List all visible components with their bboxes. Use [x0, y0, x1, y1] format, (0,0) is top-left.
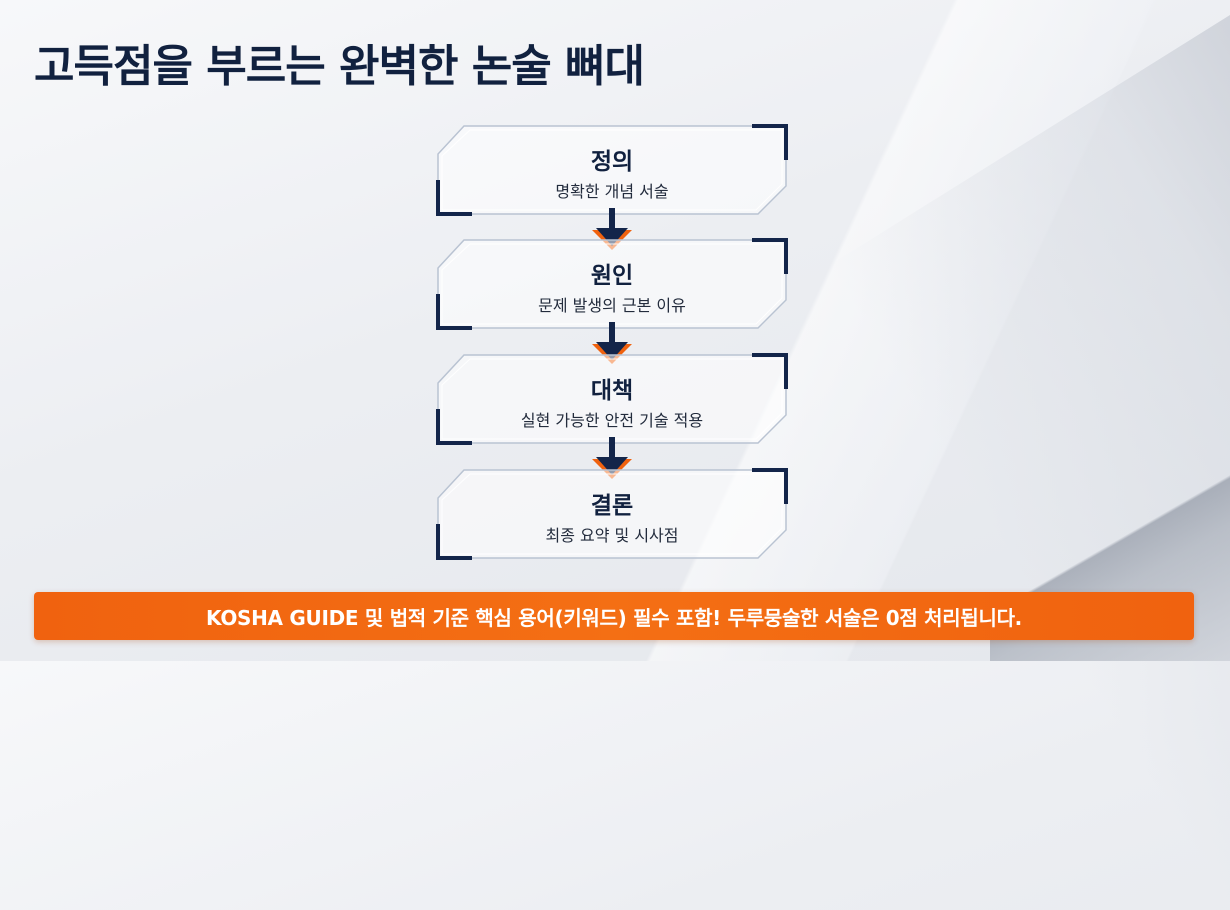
- step-title: 원인: [590, 263, 634, 289]
- step-frame: [436, 238, 788, 330]
- flow-step-conclusion: 결론 최종 요약 및 시사점: [436, 468, 788, 560]
- flow-step-definition: 정의 명확한 개념 서술: [436, 124, 788, 216]
- step-description: 최종 요약 및 시사점: [545, 526, 679, 545]
- step-title: 정의: [590, 149, 634, 175]
- step-frame: [436, 353, 788, 445]
- step-frame: [436, 124, 788, 216]
- flow-step-cause: 원인 문제 발생의 근본 이유: [436, 238, 788, 330]
- step-description: 명확한 개념 서술: [555, 182, 669, 201]
- warning-banner: KOSHA GUIDE 및 법적 기준 핵심 용어(키워드) 필수 포함! 두루…: [34, 592, 1194, 640]
- flow-step-countermeasure: 대책 실현 가능한 안전 기술 적용: [436, 353, 788, 445]
- warning-banner-text: KOSHA GUIDE 및 법적 기준 핵심 용어(키워드) 필수 포함! 두루…: [206, 605, 1022, 630]
- page-title: 고득점을 부르는 완벽한 논술 뼈대: [34, 41, 645, 92]
- step-description: 실현 가능한 안전 기술 적용: [520, 411, 704, 430]
- arrow-down-icon: [592, 437, 632, 479]
- step-title: 결론: [590, 493, 634, 519]
- step-frame: [436, 468, 788, 560]
- arrow-down-icon: [592, 322, 632, 364]
- step-title: 대책: [590, 378, 634, 404]
- step-description: 문제 발생의 근본 이유: [538, 296, 686, 315]
